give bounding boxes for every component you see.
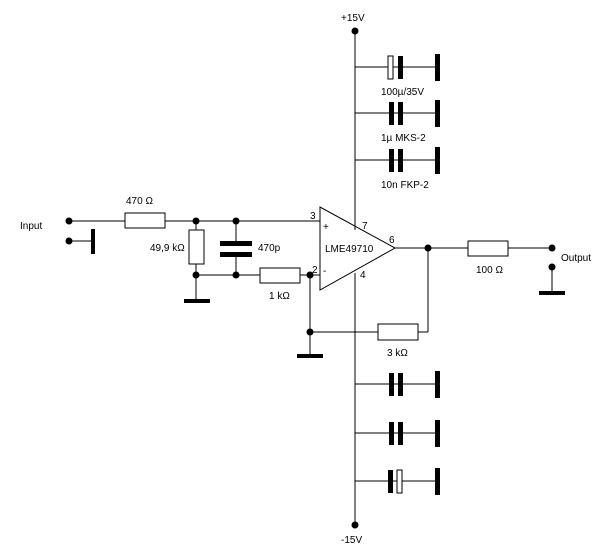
neg-decoupling-cap1-plate-left xyxy=(389,373,394,396)
neg-decoupling-cap2-plate-right xyxy=(398,422,403,445)
decoupling-cap1-ground xyxy=(435,54,440,81)
opamp-symbol xyxy=(319,206,397,291)
pin-2-label: 2 xyxy=(312,265,318,276)
positive-supply-label: +15V xyxy=(341,13,365,24)
decoupling-cap3-label: 10n FKP-2 xyxy=(381,180,429,191)
neg-decoupling-cap3-ground xyxy=(435,468,440,495)
output-resistor-100 xyxy=(467,240,509,257)
pin-4-label: 4 xyxy=(360,270,366,281)
neg-decoupling-cap2-plate-left xyxy=(389,422,394,445)
output-label: Output xyxy=(561,253,591,264)
negative-rail-terminal xyxy=(351,521,359,529)
decoupling-cap2-plate-left xyxy=(389,102,394,125)
filter-capacitor-plate-top xyxy=(220,241,252,246)
opamp-part-label: LME49710 xyxy=(325,244,374,255)
filter-capacitor-label: 470p xyxy=(258,243,281,254)
output-terminal xyxy=(548,244,556,252)
feedback-resistor-label: 3 kΩ xyxy=(387,348,408,359)
junction-output xyxy=(424,244,432,252)
neg-decoupling-cap3-plate xyxy=(388,470,393,493)
inverting-resistor-label: 1 kΩ xyxy=(269,291,290,302)
opamp-plus-sign: + xyxy=(323,222,329,233)
input-ground-symbol xyxy=(91,229,95,254)
shunt-resistor-label: 49,9 kΩ xyxy=(150,243,185,254)
input-resistor-label: 470 Ω xyxy=(126,196,153,207)
output-ground-symbol xyxy=(539,291,565,295)
decoupling-cap3-plate-right xyxy=(398,149,403,172)
filter-capacitor-plate-bottom xyxy=(220,252,252,257)
decoupling-cap2-ground xyxy=(435,100,440,127)
neg-decoupling-cap3-electrolytic-plate xyxy=(396,469,403,494)
output-resistor-label: 100 Ω xyxy=(476,265,503,276)
pin-6-label: 6 xyxy=(389,235,395,246)
decoupling-cap2-plate-right xyxy=(398,102,403,125)
input-label: Input xyxy=(20,221,42,232)
neg-decoupling-cap1-ground xyxy=(435,371,440,398)
pin-7-label: 7 xyxy=(362,221,368,232)
shunt-resistor-49k9 xyxy=(188,229,205,265)
input-resistor-470 xyxy=(124,212,166,229)
feedback-ground-symbol xyxy=(297,354,323,358)
decoupling-cap1-plate xyxy=(398,56,403,79)
inverting-resistor-1k xyxy=(259,267,301,284)
negative-supply-label: -15V xyxy=(341,535,362,546)
neg-decoupling-cap1-plate-right xyxy=(398,373,403,396)
feedback-resistor-3k xyxy=(377,323,419,341)
neg-decoupling-cap2-ground xyxy=(435,420,440,447)
decoupling-cap3-plate-left xyxy=(389,149,394,172)
pin-3-label: 3 xyxy=(310,211,316,222)
decoupling-cap1-label: 100µ/35V xyxy=(381,87,424,98)
decoupling-cap2-label: 1µ MKS-2 xyxy=(381,133,426,144)
decoupling-cap3-ground xyxy=(435,147,440,174)
decoupling-cap1-electrolytic-plate xyxy=(387,55,394,80)
opamp-minus-sign: - xyxy=(323,266,326,277)
shunt-ground-symbol xyxy=(184,299,210,303)
positive-rail-terminal xyxy=(351,27,359,35)
